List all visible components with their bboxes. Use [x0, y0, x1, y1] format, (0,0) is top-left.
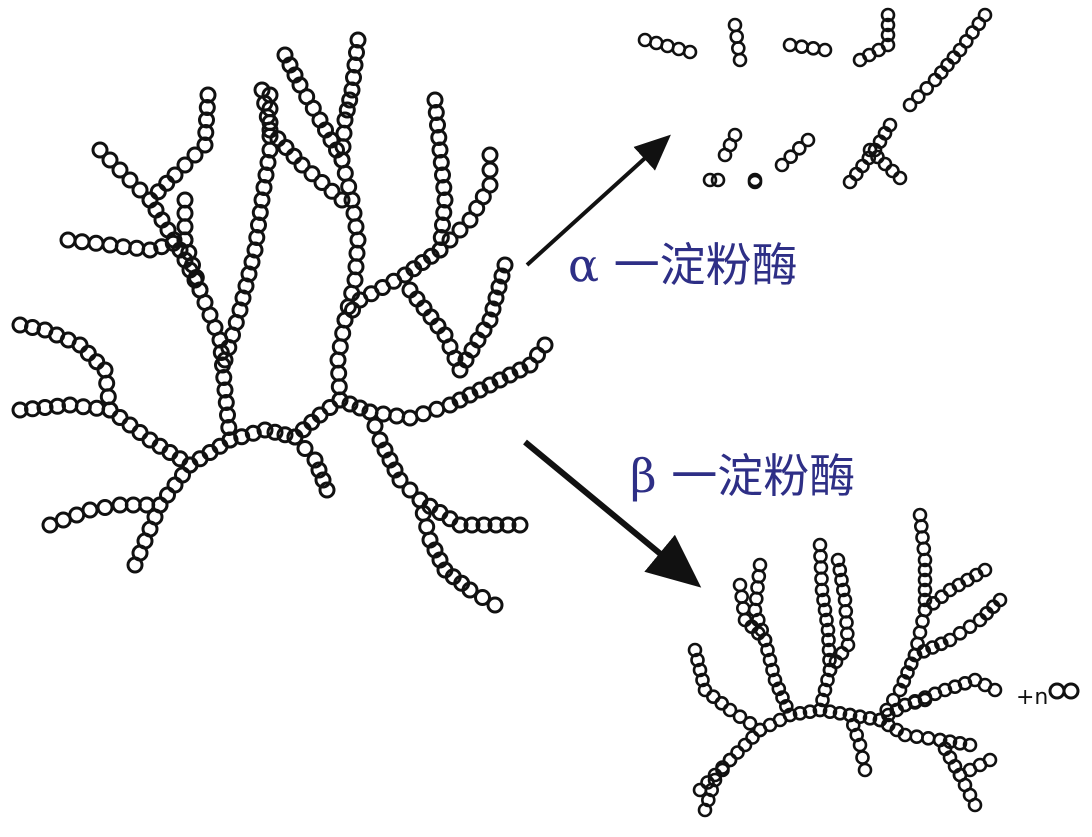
beta-amylase-product-molecule [689, 509, 1006, 816]
alpha-amylase-label: α 一淀粉酶 [568, 242, 798, 288]
beta-amylase-label: β 一淀粉酶 [630, 453, 855, 499]
glucose-pair-icon [1046, 678, 1090, 708]
branched-starch-molecule [13, 33, 552, 612]
plus-n-label: +n [1016, 685, 1048, 710]
alpha-amylase-fragments [639, 9, 991, 188]
